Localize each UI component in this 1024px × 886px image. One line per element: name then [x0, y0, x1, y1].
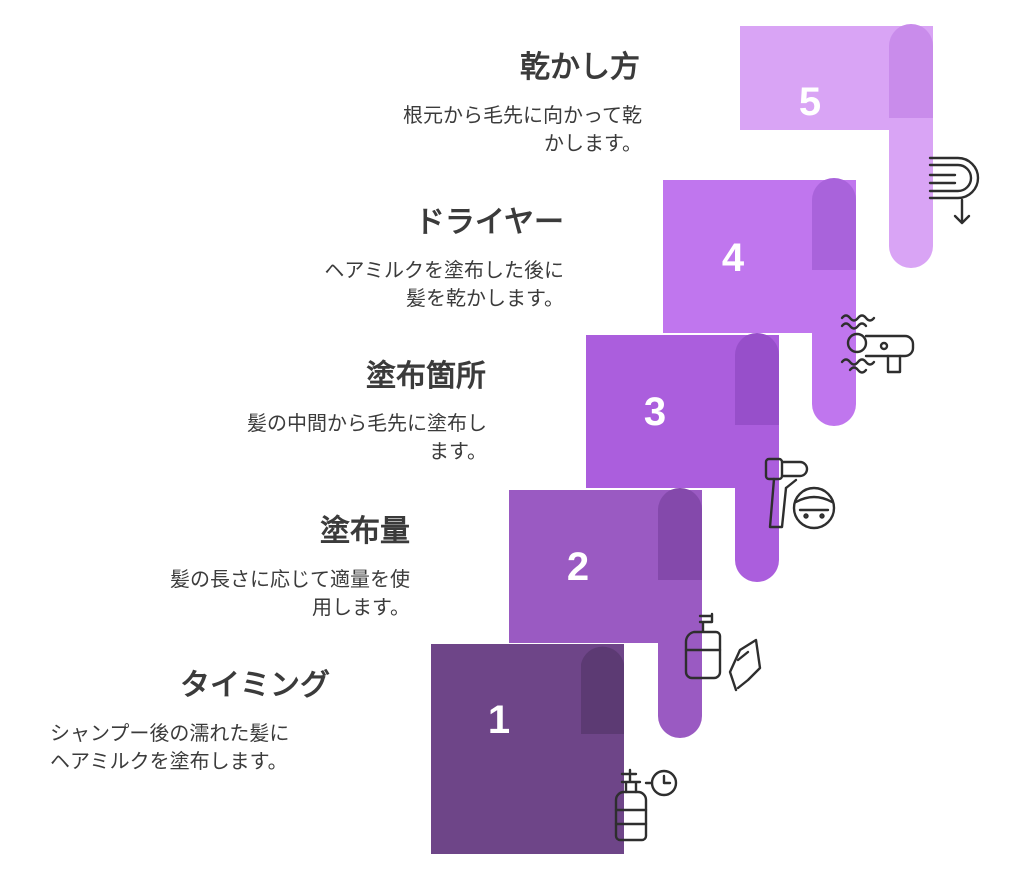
- step-5-number: 5: [799, 80, 821, 124]
- step-2-ribbon-fold: [658, 488, 702, 580]
- step-2-title: 塗布量: [320, 514, 410, 549]
- step-4-ribbon-body: [663, 180, 856, 426]
- step-5-description: 根元から毛先に向かって乾 かします。: [403, 103, 642, 155]
- step-5-ribbon: 5: [740, 24, 933, 268]
- step-1-description: シャンプー後の濡れた髪に ヘアミルクを塗布します。: [50, 721, 290, 773]
- pump-bottle-hand-icon: [684, 612, 762, 692]
- step-2-number: 2: [567, 545, 589, 589]
- step-5-ribbon-fold: [889, 24, 933, 118]
- step-4-ribbon: 4: [663, 178, 856, 426]
- step-2-description: 髪の長さに応じて適量を使 用します。: [170, 567, 410, 619]
- hair-dryer-waves-icon: [840, 314, 915, 374]
- step-4-description: ヘアミルクを塗布した後に 髪を乾かします。: [324, 258, 564, 310]
- step-4-ribbon-fold: [812, 178, 856, 270]
- step-1-title: タイミング: [180, 668, 330, 703]
- step-3-number: 3: [644, 390, 666, 434]
- step-3-description: 髪の中間から毛先に塗布し ます。: [247, 411, 487, 463]
- step-2-ribbon: 2: [509, 488, 702, 738]
- step-2-ribbon-body: [509, 490, 702, 738]
- hair-dryer-head-icon: [764, 457, 836, 530]
- step-1-number: 1: [488, 698, 510, 742]
- step-5-ribbon-body: [740, 26, 933, 268]
- step-1-ribbon-fold: [581, 646, 624, 734]
- airflow-down-icon: [928, 156, 980, 225]
- step-3-title: 塗布箇所: [366, 359, 486, 394]
- step-5-title: 乾かし方: [520, 50, 640, 85]
- step-4-number: 4: [722, 236, 745, 280]
- step-3-ribbon-fold: [735, 333, 779, 425]
- step-3-ribbon-body: [586, 335, 779, 582]
- spray-bottle-clock-icon: [614, 768, 678, 842]
- step-1-ribbon: 1: [431, 644, 624, 854]
- step-4-title: ドライヤー: [414, 205, 564, 240]
- step-3-ribbon: 3: [586, 333, 779, 582]
- step-1-ribbon-body: [431, 644, 624, 854]
